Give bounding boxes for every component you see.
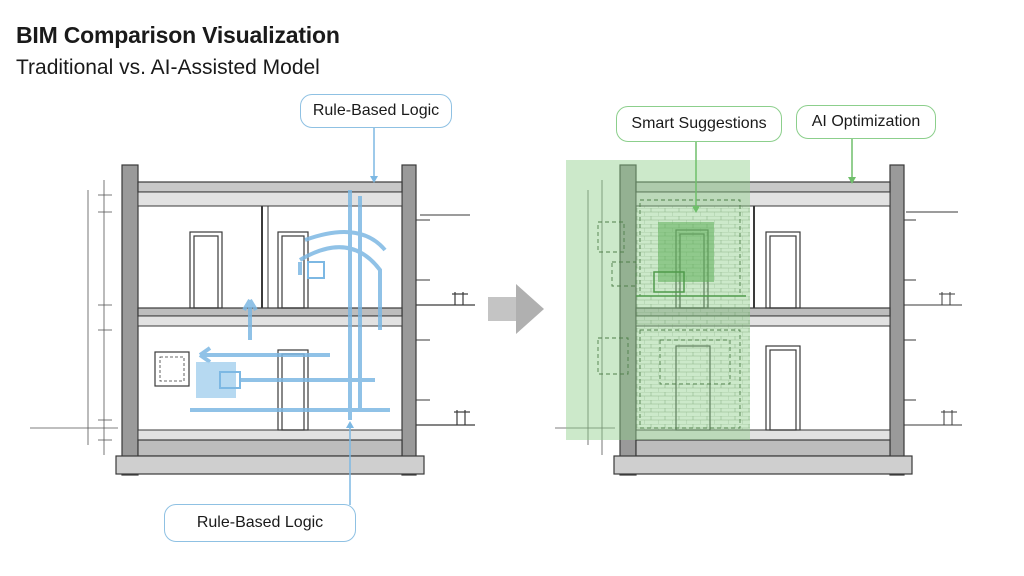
rule-based-overlay [190,190,390,420]
smart-suggestions-callout: Smart Suggestions [616,106,782,142]
ai-dashed-guides [597,199,741,429]
ai-suggestion-block [658,222,714,282]
window-icon [416,214,470,401]
rule-based-logic-callout-bottom: Rule-Based Logic [164,504,356,542]
callout-label: Smart Suggestions [631,115,767,132]
callout-label: AI Optimization [811,113,921,130]
page-title: BIM Comparison Visualization [16,22,340,48]
callout-label: Rule-Based Logic [312,102,440,119]
traditional-section [30,127,475,505]
callout-label: Rule-Based Logic [196,514,324,531]
railing-icon [416,292,475,426]
page-subtitle: Traditional vs. AI-Assisted Model [16,56,320,79]
ai-assisted-section [555,137,962,476]
ai-optimization-callout: AI Optimization [796,105,936,139]
transition-arrow-icon [488,284,544,334]
rule-based-logic-callout-top: Rule-Based Logic [300,94,452,128]
rule-block [196,362,236,398]
dimension-lines [30,180,118,455]
